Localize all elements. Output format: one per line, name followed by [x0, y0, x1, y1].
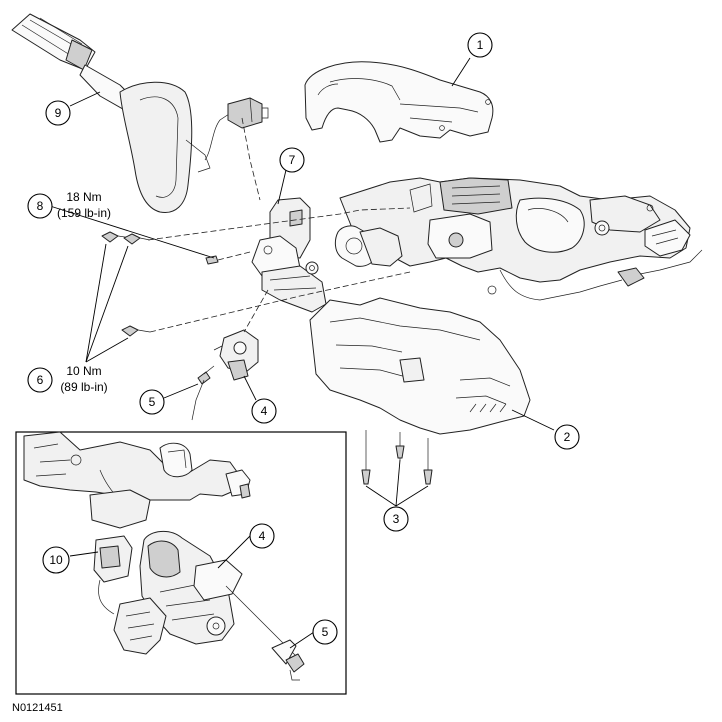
callout-6-label: 6: [37, 373, 44, 387]
callout-2: 2: [554, 424, 580, 450]
callout-4-main-label: 4: [261, 404, 268, 418]
callout-4-detail-label: 4: [259, 529, 266, 543]
torque-spec-18nm: 18 Nm: [66, 190, 101, 204]
torque-spec-10nm: 10 Nm: [66, 364, 101, 378]
callout-5-main-label: 5: [149, 395, 156, 409]
ignition-switch-screw: [197, 365, 215, 385]
callout-8-label: 8: [37, 199, 44, 213]
detail-view-ignition-switch: [23, 431, 305, 681]
callout-4-detail: 4: [249, 523, 275, 549]
figure-code: N0121451: [12, 702, 63, 714]
lower-shroud-screws: [361, 430, 433, 485]
callout-3-label: 3: [393, 512, 400, 526]
upper-steering-column-shroud: [304, 61, 494, 143]
callout-7: 7: [279, 147, 305, 173]
detail-view-frame: [15, 431, 347, 695]
callout-10: 10: [42, 546, 70, 574]
callout-4-main: 4: [251, 398, 277, 424]
callout-8: 8: [27, 193, 53, 219]
callout-leaders: [49, 57, 555, 649]
alignment-lines: [147, 117, 411, 421]
callout-5-main: 5: [139, 389, 165, 415]
callout-3: 3: [383, 506, 409, 532]
ignition-switch: [213, 329, 259, 381]
lower-steering-column-shroud: [309, 297, 531, 435]
callout-1-label: 1: [477, 38, 484, 52]
callout-2-label: 2: [564, 430, 571, 444]
torque-spec-159lbin: (159 lb-in): [57, 206, 111, 220]
callout-5-detail-label: 5: [322, 625, 329, 639]
callout-9: 9: [45, 100, 71, 126]
torque-spec-89lbin: (89 lb-in): [60, 380, 107, 394]
callout-7-label: 7: [289, 153, 296, 167]
multifunction-switch-lever: [11, 13, 269, 214]
callout-6: 6: [27, 367, 53, 393]
callout-5-detail: 5: [312, 619, 338, 645]
callout-10-label: 10: [49, 553, 63, 567]
callout-9-label: 9: [55, 106, 62, 120]
callout-1: 1: [467, 32, 493, 58]
steering-column-assembly: [334, 177, 703, 301]
ignition-lock-housing: [251, 197, 327, 313]
bracket-bolts: [101, 231, 219, 337]
